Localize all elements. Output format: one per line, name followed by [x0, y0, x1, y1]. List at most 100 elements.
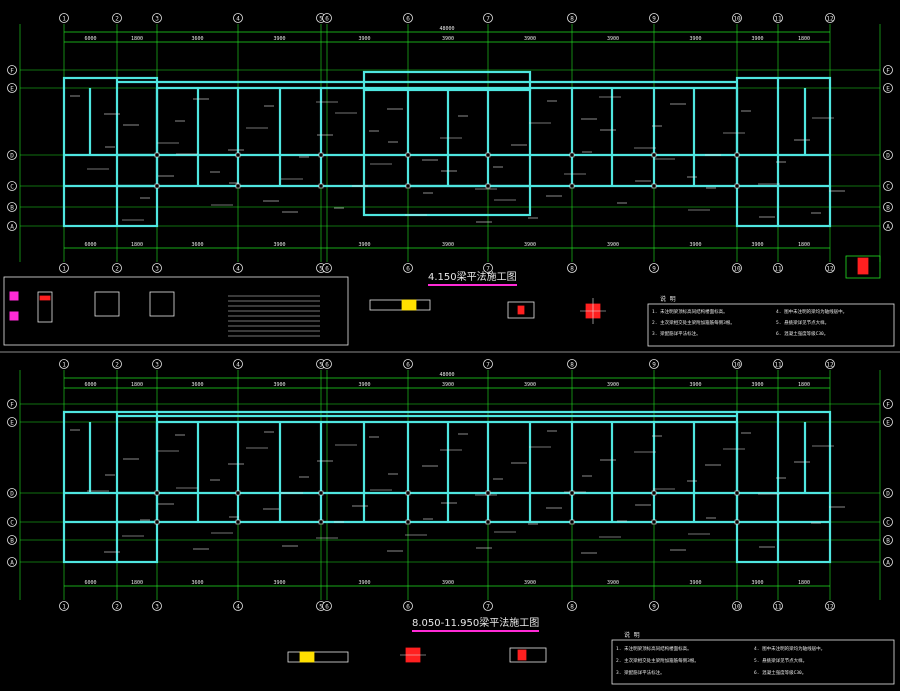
axis-bubble-left-D-label: D: [10, 153, 14, 160]
dim-span-text: 1800: [798, 36, 810, 42]
column-marker: [734, 183, 740, 189]
dim-span-bottom-text: 3900: [273, 242, 285, 248]
beam-lobby-top: [362, 70, 532, 92]
column-marker: [318, 519, 324, 525]
beam-right-wing: [735, 76, 832, 228]
stair-detail-core: [857, 257, 869, 275]
axis-bubble-right-E: [883, 417, 893, 427]
notes-heading-upper: 说 明: [660, 295, 676, 303]
notes-heading-lower: 说 明: [624, 631, 640, 639]
axis-bubble-bottom-10-label: 9: [652, 266, 656, 273]
notes-frame-lower: [611, 639, 895, 685]
dim-span-bottom-text: 1800: [131, 580, 143, 586]
dim-span-bottom-text: 6000: [84, 580, 96, 586]
axis-bubble-bottom-11: [732, 601, 742, 611]
axis-bubble-6: [322, 13, 332, 23]
axis-bubble-10: [649, 13, 659, 23]
axis-bubble-right-A: [883, 221, 893, 231]
dim-span-bottom-text: 3900: [524, 580, 536, 586]
axis-bubble-bottom-13: [825, 263, 835, 273]
axis-bubble-bottom-6-label: 6: [325, 604, 329, 611]
axis-bubble-bottom-5-label: 5: [319, 266, 323, 273]
notes-item-upper: 1. 未注明梁顶标高同结构楼面标高。: [652, 308, 728, 315]
axis-bubble-bottom-13-label: 12: [826, 266, 834, 273]
dim-span-text: 3900: [442, 36, 454, 42]
axis-bubble-3-label: 3: [155, 362, 159, 369]
axis-bubble-bottom-6: [322, 601, 332, 611]
dim-span-bottom-text: 3900: [358, 580, 370, 586]
axis-bubble-bottom-4: [233, 601, 243, 611]
axis-bubble-bottom-4-label: 4: [236, 604, 240, 611]
column-marker: [485, 519, 491, 525]
axis-bubble-bottom-9-label: 8: [570, 266, 574, 273]
axis-bubble-bottom-2-label: 2: [115, 604, 119, 611]
notes-item-lower: 2. 主次梁相交处主梁附加箍筋每侧3根。: [616, 657, 699, 664]
notes-frame-upper: [647, 303, 895, 347]
dim-span-text: 6000: [84, 36, 96, 42]
axis-bubble-6-label: 6: [325, 16, 329, 23]
column-marker: [318, 152, 324, 158]
notes-item-lower: 5. 悬挑梁详见节点大样。: [754, 657, 807, 664]
detail-box-left: [3, 276, 349, 346]
axis-bubble-right-A-label: A: [886, 224, 890, 231]
dim-span-bottom-text: 3900: [689, 580, 701, 586]
dim-span-bottom-text: 3900: [442, 242, 454, 248]
detail-beam-section-fill: [401, 299, 417, 311]
axis-bubble-left-D: [7, 488, 17, 498]
axis-bubble-4-label: 4: [236, 16, 240, 23]
axis-bubble-bottom-8: [483, 601, 493, 611]
axis-bubble-6: [322, 359, 332, 369]
axis-bubble-left-A-label: A: [10, 560, 14, 567]
detail-column-lower-2-core: [517, 649, 527, 661]
axis-bubble-12: [773, 359, 783, 369]
column-marker: [405, 152, 411, 158]
axis-bubble-bottom-10: [649, 263, 659, 273]
axis-bubble-right-B: [883, 535, 893, 545]
axis-bubble-left-E-label: E: [10, 86, 14, 93]
beam-left-wing: [62, 76, 159, 228]
axis-bubble-right-A-label: A: [886, 560, 890, 567]
axis-bubble-7-label: 6: [406, 362, 410, 369]
axis-bubble-8-label: 7: [486, 16, 490, 23]
section-detail-3: [149, 291, 175, 317]
axis-bubble-bottom-1: [59, 263, 69, 273]
column-marker: [405, 183, 411, 189]
dim-span-bottom-text: 3900: [524, 242, 536, 248]
dim-span-bottom-text: 3900: [607, 580, 619, 586]
axis-bubble-left-B: [7, 202, 17, 212]
axis-bubble-7: [403, 359, 413, 369]
axis-bubble-left-A: [7, 557, 17, 567]
axis-bubble-8: [483, 359, 493, 369]
dim-span-text: 3900: [689, 382, 701, 388]
axis-bubble-left-B: [7, 535, 17, 545]
detail-beam-section-lower-fill: [299, 651, 315, 663]
axis-bubble-right-E-label: E: [886, 86, 890, 93]
dim-span-text: 1800: [798, 382, 810, 388]
section-detail-2: [94, 291, 120, 317]
axis-bubble-4: [233, 13, 243, 23]
axis-bubble-bottom-9: [567, 263, 577, 273]
beam-left-wing: [62, 410, 159, 564]
axis-bubble-8-label: 7: [486, 362, 490, 369]
dim-span-text: 3900: [358, 382, 370, 388]
axis-bubble-8: [483, 13, 493, 23]
axis-bubble-bottom-1-label: 1: [62, 604, 66, 611]
dim-span-text: 6000: [84, 382, 96, 388]
dim-span-text: 1800: [131, 36, 143, 42]
axis-bubble-12-label: 11: [774, 16, 782, 23]
detail-area: 说 明 1. 未注明梁顶标高同结构楼面标高。 2. 主次梁相交处主梁附加箍筋每侧3根…: [0, 255, 900, 685]
axis-bubble-bottom-4: [233, 263, 243, 273]
notes-item-upper: 4. 图中未注明的梁均为轴线居中。: [776, 308, 847, 315]
axis-bubble-bottom-9: [567, 601, 577, 611]
axis-bubble-right-F-label: F: [886, 68, 890, 75]
notes-item-upper: 5. 悬挑梁详见节点大样。: [776, 319, 829, 326]
plan-title-lower: 8.050-11.950梁平法施工图: [412, 614, 540, 632]
axis-bubble-3: [152, 13, 162, 23]
dim-total-text: 48000: [439, 26, 454, 32]
axis-bubble-right-C-label: C: [886, 520, 890, 527]
axis-bubble-bottom-3: [152, 601, 162, 611]
axis-bubble-bottom-6: [322, 263, 332, 273]
column-marker: [569, 152, 575, 158]
axis-bubble-3: [152, 359, 162, 369]
axis-bubble-left-E-label: E: [10, 420, 14, 427]
